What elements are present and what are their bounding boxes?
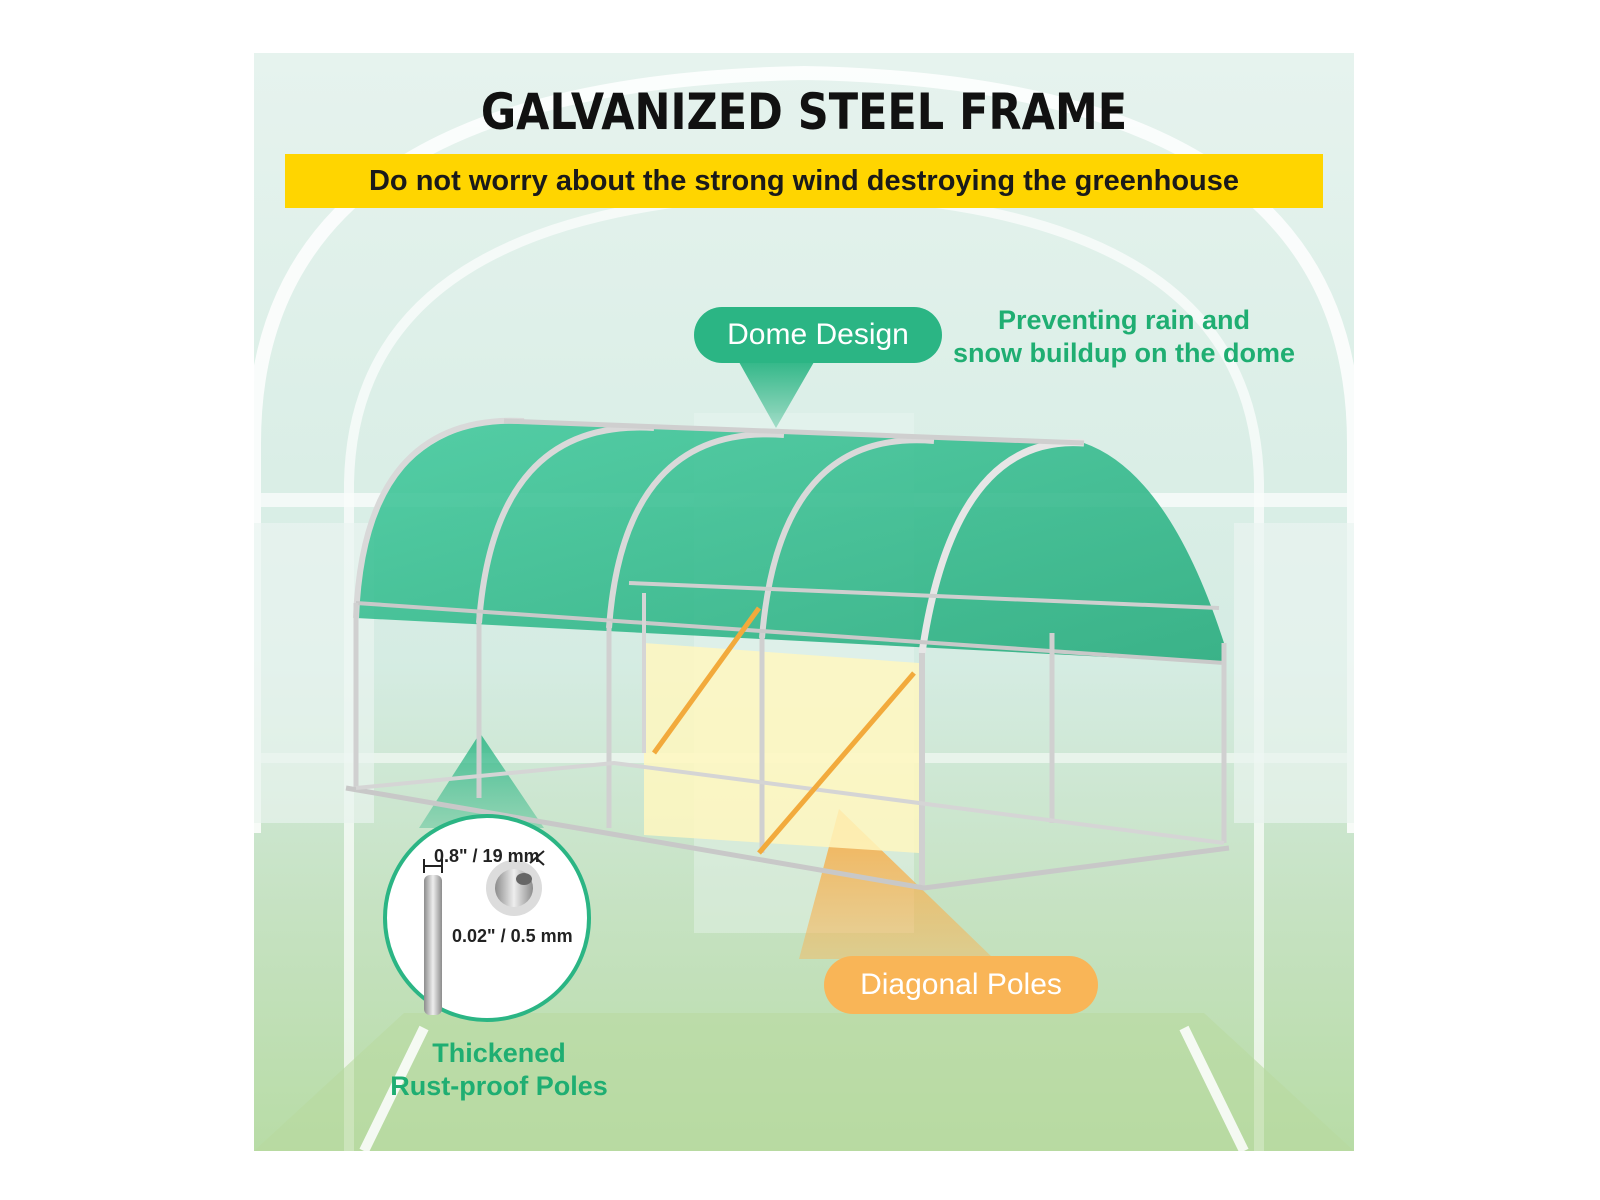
dome-note-line2: snow buildup on the dome <box>953 338 1295 368</box>
greenhouse-cover <box>356 420 1224 663</box>
diameter-marker-icon <box>423 859 443 873</box>
banner-text: Do not worry about the strong wind destr… <box>368 164 1240 197</box>
pipe-section-icon <box>486 860 542 916</box>
poles-note-line2: Rust-proof Poles <box>390 1071 608 1101</box>
thickness-marker-icon <box>529 850 545 866</box>
subtitle-banner: Do not worry about the strong wind destr… <box>285 154 1323 208</box>
greenhouse-illustration <box>254 65 1354 1151</box>
diagonal-poles-label: Diagonal Poles <box>824 956 1098 1014</box>
pole-thickness-label: 0.02" / 0.5 mm <box>452 926 573 946</box>
pole-diameter-label: 0.8" / 19 mm <box>434 846 540 866</box>
dome-pointer <box>739 362 814 428</box>
poles-note-line1: Thickened <box>432 1038 566 1068</box>
greenhouse-panel: GALVANIZED STEEL FRAME Do not worry abou… <box>254 53 1354 1151</box>
dome-note: Preventing rain and snow buildup on the … <box>934 304 1314 370</box>
dome-design-label: Dome Design <box>694 307 942 363</box>
pole-icon <box>424 875 442 1015</box>
headline: GALVANIZED STEEL FRAME <box>480 83 1128 141</box>
poles-note: Thickened Rust-proof Poles <box>354 1037 644 1103</box>
pole-detail-callout <box>383 814 591 1022</box>
dome-note-line1: Preventing rain and <box>997 305 1251 335</box>
greenhouse-frame <box>345 417 1230 891</box>
